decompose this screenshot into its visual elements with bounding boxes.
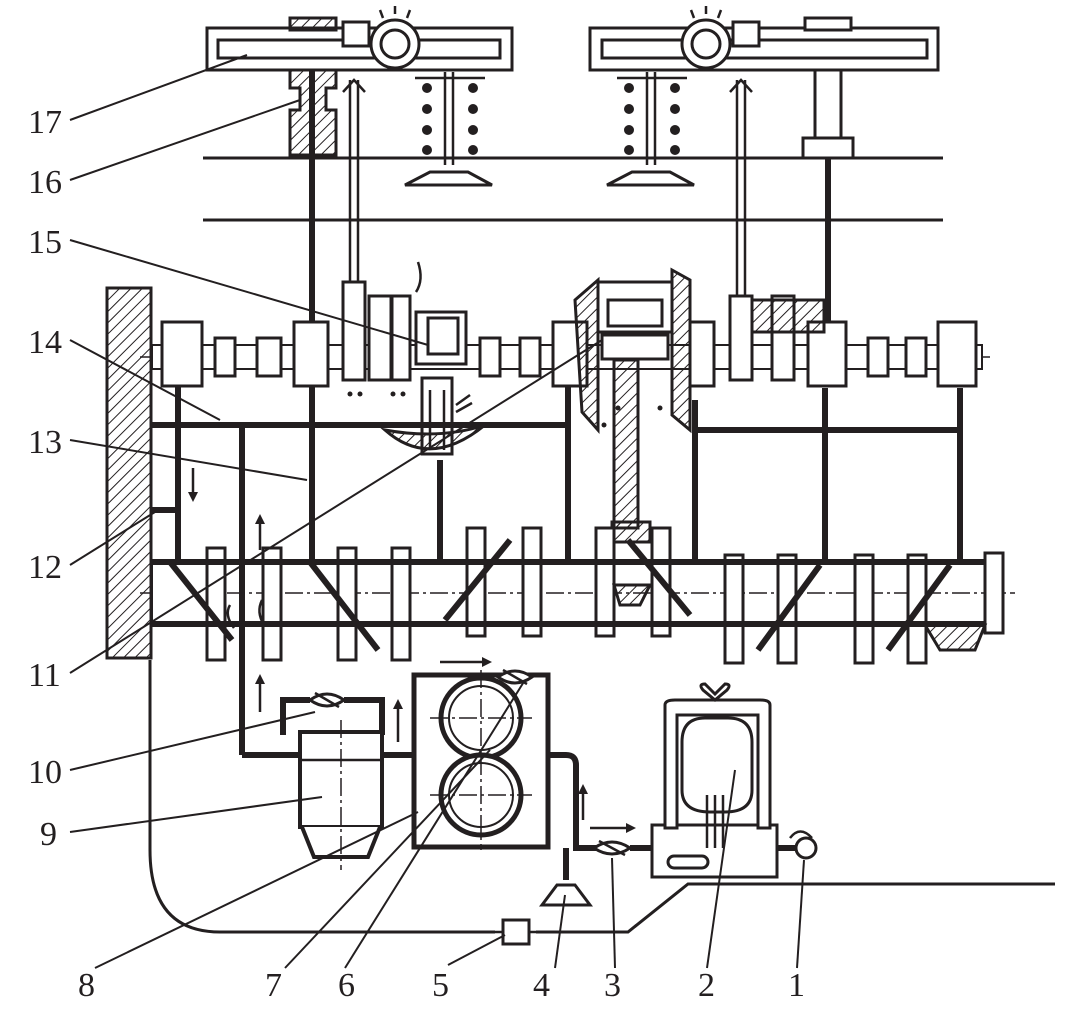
distributor-drive-gear bbox=[380, 261, 486, 456]
oil-cooler-valve bbox=[591, 839, 633, 857]
sump-and-drain bbox=[148, 660, 1055, 946]
relief-valve-filter bbox=[307, 691, 347, 709]
oil-pump bbox=[411, 668, 551, 850]
flow-arrows bbox=[188, 468, 636, 833]
label-2: 2 bbox=[698, 967, 715, 1004]
leader-lines bbox=[69, 54, 805, 969]
oil-strainer bbox=[539, 883, 593, 907]
timing-gear-housing bbox=[105, 286, 153, 660]
main-oil-gallery bbox=[152, 70, 963, 755]
label-6: 6 bbox=[338, 967, 355, 1004]
crankshaft bbox=[140, 526, 1015, 665]
label-14: 14 bbox=[28, 324, 62, 361]
label-9: 9 bbox=[40, 816, 57, 853]
label-7: 7 bbox=[265, 967, 282, 1004]
label-8: 8 bbox=[78, 967, 95, 1004]
label-17: 17 bbox=[28, 104, 62, 141]
label-10: 10 bbox=[28, 754, 62, 791]
piston-and-cylinder bbox=[573, 267, 692, 544]
oil-filter bbox=[298, 720, 384, 870]
exhaust-valve-right bbox=[606, 72, 695, 187]
label-4: 4 bbox=[533, 967, 550, 1004]
rocker-arm-assembly-right bbox=[588, 6, 940, 160]
rocker-arm-assembly-left bbox=[205, 6, 514, 157]
label-12: 12 bbox=[28, 549, 62, 586]
intake-valve-left bbox=[404, 72, 493, 187]
label-1: 1 bbox=[788, 967, 805, 1004]
label-16: 16 bbox=[28, 164, 62, 201]
label-13: 13 bbox=[28, 424, 62, 461]
oil-cooler bbox=[650, 682, 818, 879]
label-11: 11 bbox=[28, 657, 61, 694]
label-3: 3 bbox=[604, 967, 621, 1004]
oil-drips bbox=[347, 391, 663, 428]
callout-labels: 17 16 15 14 13 12 11 10 9 8 7 6 5 4 3 2 … bbox=[28, 104, 805, 1004]
push-rods bbox=[342, 78, 753, 296]
label-15: 15 bbox=[28, 224, 62, 261]
label-5: 5 bbox=[432, 967, 449, 1004]
